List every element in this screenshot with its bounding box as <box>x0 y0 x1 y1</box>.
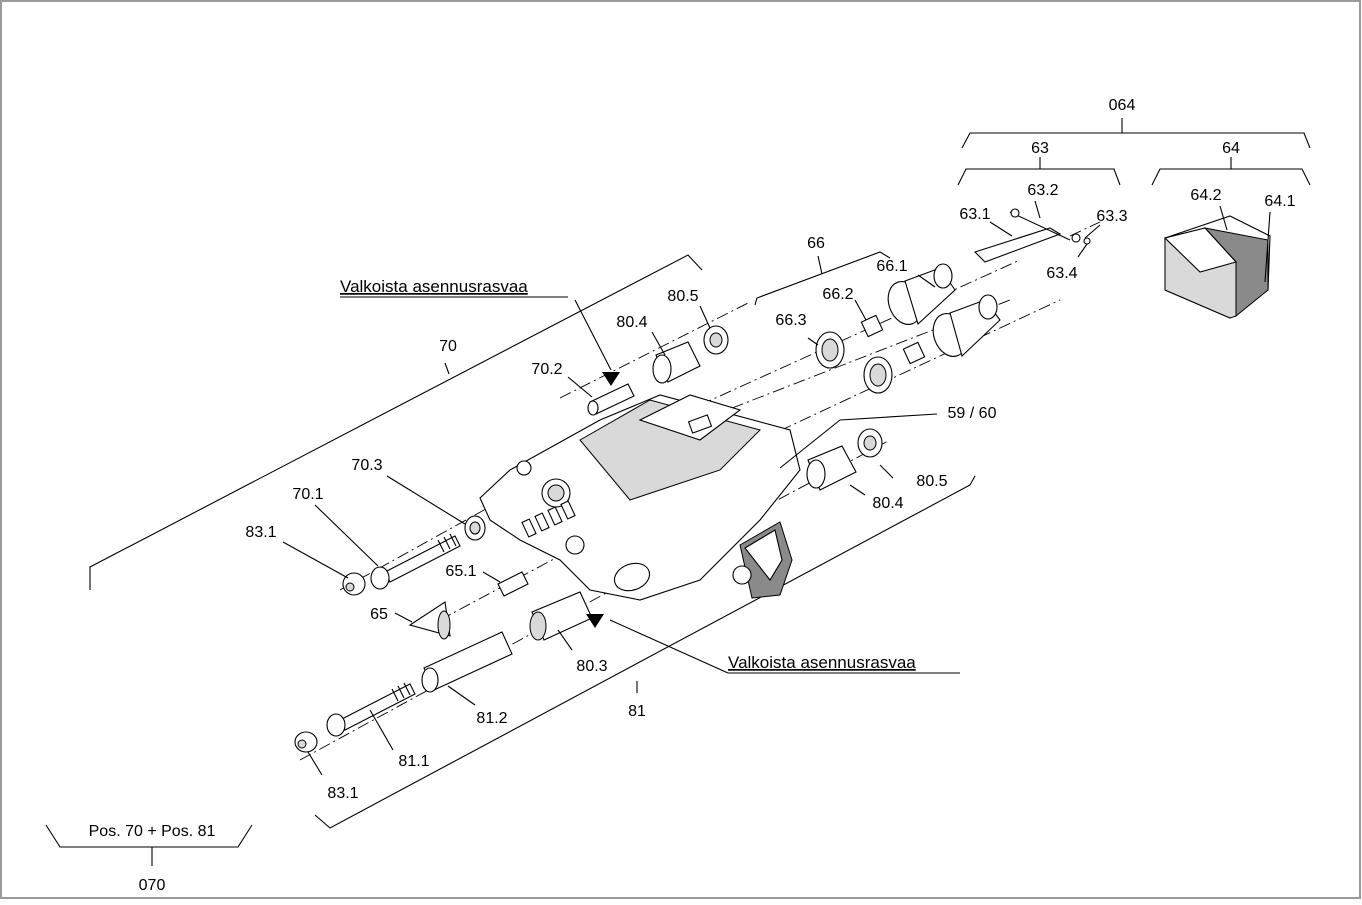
axis-line-top-3 <box>759 299 1061 441</box>
label-80-5-bottom: 80.5 <box>916 473 947 490</box>
label-63-3: 63.3 <box>1096 208 1127 225</box>
label-66-1: 66.1 <box>876 258 907 275</box>
sleeve-80-3 <box>529 591 593 641</box>
boot-66-1 <box>887 263 956 325</box>
sleeve-70-2 <box>587 383 635 416</box>
label-66-3: 66.3 <box>775 312 806 329</box>
grease-arrow-top <box>602 372 620 386</box>
bracket-66 <box>754 251 891 306</box>
label-80-3: 80.3 <box>576 658 607 675</box>
bushing-80-5-top <box>703 325 729 355</box>
label-070: 070 <box>139 877 166 894</box>
label-59-60: 59 / 60 <box>948 405 997 422</box>
bracket-64 <box>1151 157 1311 186</box>
axis-line-lower <box>299 519 741 761</box>
legend-pos-combo: Pos. 70 + Pos. 81 <box>89 823 216 840</box>
label-70-3: 70.3 <box>351 457 382 474</box>
label-64-2: 64.2 <box>1190 187 1221 204</box>
bushing-80-4-bottom <box>806 445 857 491</box>
bushing-80-4-top <box>652 341 701 384</box>
label-66: 66 <box>807 235 825 252</box>
label-70: 70 <box>439 338 457 355</box>
label-63-1: 63.1 <box>959 206 990 223</box>
tappet-66-2 <box>860 314 926 365</box>
label-64-1: 64.1 <box>1264 193 1295 210</box>
pin-65-1 <box>497 571 529 597</box>
bracket-064 <box>961 118 1311 149</box>
label-65-1: 65.1 <box>445 563 476 580</box>
label-80-4-top: 80.4 <box>616 314 647 331</box>
bracket-70 <box>89 254 703 590</box>
retaining-clip-63-1 <box>973 208 1091 263</box>
label-064: 064 <box>1109 97 1136 114</box>
label-81-1: 81.1 <box>398 753 429 770</box>
label-63-4: 63.4 <box>1046 265 1077 282</box>
bushing-80-5-bottom <box>857 428 883 458</box>
grease-arrow-bottom <box>586 614 604 628</box>
grease-note-bottom: Valkoista asennusrasvaa <box>728 653 916 672</box>
boot-66-1-second <box>932 294 1001 358</box>
cap-65 <box>408 601 451 640</box>
grease-note-top: Valkoista asennusrasvaa <box>340 277 528 296</box>
label-80-5-top: 80.5 <box>667 288 698 305</box>
label-83-1-top: 83.1 <box>245 524 276 541</box>
label-63: 63 <box>1031 140 1049 157</box>
label-81-2: 81.2 <box>476 710 507 727</box>
ring-66-3 <box>815 331 893 394</box>
label-81: 81 <box>628 703 646 720</box>
sleeve-81-2 <box>421 631 513 693</box>
label-63-2: 63.2 <box>1027 182 1058 199</box>
label-70-1: 70.1 <box>292 486 323 503</box>
axis-line-top-1 <box>649 299 1011 441</box>
bracket-070 <box>45 824 253 866</box>
bracket-81 <box>314 475 976 829</box>
bolt-70-1 <box>370 533 461 590</box>
brake-pad-64 <box>1163 215 1271 319</box>
label-83-1-bottom: 83.1 <box>327 785 358 802</box>
label-80-4-bottom: 80.4 <box>872 495 903 512</box>
axis-line-upper <box>559 301 751 399</box>
leader-lines <box>282 200 1271 776</box>
bushing-70-3 <box>464 515 486 541</box>
label-64: 64 <box>1222 140 1240 157</box>
label-65: 65 <box>370 606 388 623</box>
bolt-81-1 <box>326 682 416 737</box>
cap-83-1-bottom <box>294 731 318 753</box>
axis-line-top-2 <box>699 259 1021 406</box>
cap-83-1-top <box>342 572 366 596</box>
label-66-2: 66.2 <box>822 286 853 303</box>
label-70-2: 70.2 <box>531 361 562 378</box>
bracket-63 <box>957 157 1121 186</box>
caliper-housing <box>479 394 801 601</box>
